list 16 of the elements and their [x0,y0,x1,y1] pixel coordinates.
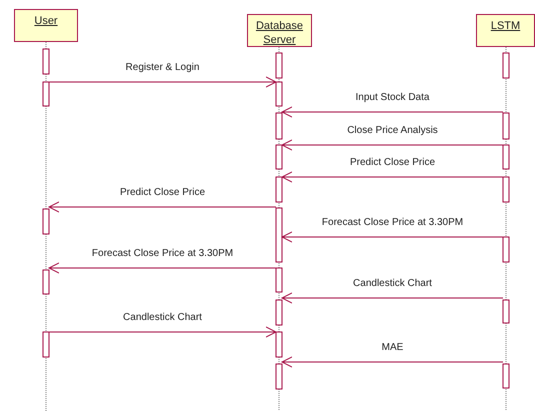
participant-box: LSTM [476,14,535,47]
message-arrow [282,172,504,182]
message-arrow [282,140,504,150]
message-arrow [48,202,276,212]
message-arrow [48,326,276,338]
message-arrow [48,262,276,274]
message-arrow [282,292,504,304]
edge-label: Register & Login [124,62,200,74]
message-arrow [282,356,504,368]
message-arrow [282,106,504,118]
edge-label: Input Stock Data [354,92,430,104]
edge-label: Close Price Analysis [346,125,439,137]
participant-box: User [14,9,78,42]
participant-box: Database Server [247,14,312,47]
message-arrow [48,76,276,88]
message-arrow [282,232,504,242]
